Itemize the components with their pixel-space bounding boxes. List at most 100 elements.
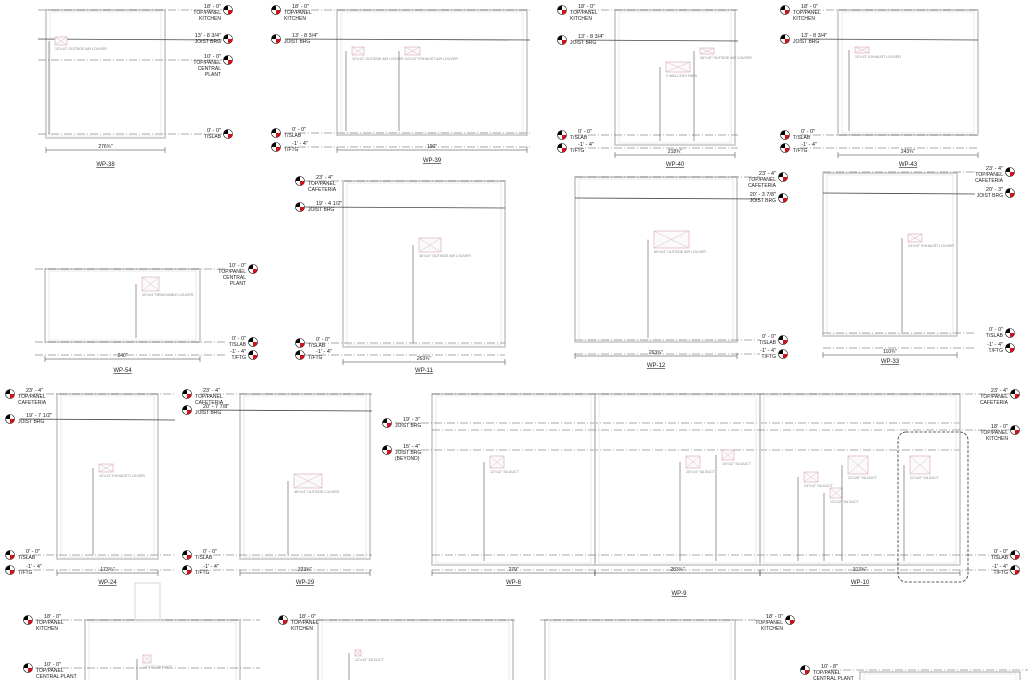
level-elevation: 0' - 0" [994, 549, 1008, 555]
width-dimension: 313¾" [853, 567, 868, 573]
panel-label: WP-40 [666, 162, 685, 168]
marker-red-quadrant [228, 10, 233, 15]
marker-black-quadrant [271, 142, 276, 147]
panel-inner-outline [340, 11, 524, 134]
marker-red-quadrant [1010, 333, 1015, 338]
marker-black-quadrant [223, 34, 228, 39]
marker-red-quadrant [562, 10, 567, 15]
marker-black-quadrant [1010, 550, 1015, 555]
panel-inner-outline [243, 395, 367, 558]
level-elevation: 10' - 0" [44, 662, 61, 668]
marker-black-quadrant [223, 55, 228, 60]
marker-black-quadrant [382, 445, 387, 450]
level-name: TOP/PANEL [218, 269, 246, 275]
level-elevation: 0' - 0" [989, 327, 1003, 333]
level-name: T/SLAB [284, 133, 302, 139]
panel-outline [56, 393, 159, 560]
marker-red-quadrant [253, 269, 258, 274]
panel-inner-outline [763, 395, 957, 564]
level-name: T/FTG [308, 355, 323, 361]
revision-cloud [897, 431, 969, 583]
opening-label: 24"x12" EXHAUST LOUVER [99, 474, 145, 478]
level-name: (BEYOND) [395, 456, 420, 462]
marker-black-quadrant [780, 130, 785, 135]
level-line [284, 38, 531, 41]
marker-red-quadrant [785, 135, 790, 140]
level-line [304, 206, 506, 209]
level-marker-icon [182, 405, 192, 415]
level-name: TOP/PANEL [36, 668, 64, 674]
level-elevation: -1' - 4" [230, 349, 246, 355]
level-elevation: 19' - 7 1/2" [26, 413, 52, 419]
marker-black-quadrant [1005, 328, 1010, 333]
marker-red-quadrant [228, 39, 233, 44]
panel-inner-outline [321, 621, 510, 680]
level-elevation: 23' - 4" [986, 166, 1003, 172]
opening-x-mark [847, 455, 869, 475]
marker-red-quadrant [1010, 193, 1015, 198]
width-dimension: 276¾" [98, 144, 113, 150]
opening-x-mark [351, 46, 365, 56]
level-name: T/FTG [195, 570, 210, 576]
marker-red-quadrant [562, 135, 567, 140]
opening-x-mark [803, 471, 819, 483]
panel-inner-outline [863, 673, 1017, 680]
marker-black-quadrant [557, 5, 562, 10]
marker-black-quadrant [778, 193, 783, 198]
panel-inner-outline [88, 621, 237, 680]
level-elevation: 19' - 4 1/2" [316, 201, 342, 207]
marker-red-quadrant [783, 340, 788, 345]
level-elevation: 0' - 0" [801, 129, 815, 135]
level-marker-icon [278, 615, 288, 625]
level-name: KITCHEN [570, 16, 592, 22]
level-name: TOP/PANEL [18, 394, 46, 400]
panel-label: WP-39 [423, 158, 442, 164]
opening-label: 12"x12" SA DUCT [830, 500, 860, 504]
marker-black-quadrant [271, 34, 276, 39]
marker-black-quadrant [5, 389, 10, 394]
level-marker-icon [557, 143, 567, 153]
marker-black-quadrant [278, 615, 283, 620]
marker-black-quadrant [182, 550, 187, 555]
panel-outline [544, 619, 736, 680]
level-elevation: -1' - 4" [26, 564, 42, 570]
panel-outline [84, 619, 241, 680]
marker-red-quadrant [283, 620, 288, 625]
level-name: KITCHEN [761, 626, 783, 632]
level-marker-icon [778, 335, 788, 345]
panel-inner-outline [49, 11, 162, 137]
marker-red-quadrant [28, 620, 33, 625]
marker-red-quadrant [253, 355, 258, 360]
level-marker-icon [800, 665, 810, 675]
level-name: CAFETERIA [748, 183, 777, 189]
opening-label: 12"x12" OUTSIDE AIR LOUVER [352, 57, 404, 61]
marker-red-quadrant [276, 147, 281, 152]
level-name: KITCHEN [36, 626, 58, 632]
marker-red-quadrant [253, 342, 258, 347]
level-name: T/SLAB [195, 555, 213, 561]
level-marker-icon [5, 389, 15, 399]
level-name: TOP/PANEL [793, 10, 821, 16]
panel-label: WP-43 [899, 162, 918, 168]
level-elevation: 0' - 0" [203, 549, 217, 555]
level-name: T/FTG [570, 148, 585, 154]
marker-red-quadrant [562, 40, 567, 45]
marker-black-quadrant [778, 335, 783, 340]
opening-label: 36"x24" OUTSIDE AIR LOUVER [419, 254, 471, 258]
opening-x-mark [909, 455, 931, 475]
level-name: T/FTG [18, 570, 33, 576]
panel-inner-outline [435, 395, 592, 564]
level-name: JOIST BRG [793, 39, 819, 45]
level-name: T/SLAB [986, 333, 1004, 339]
level-elevation: -1' - 4" [578, 142, 594, 148]
level-line [19, 418, 176, 421]
panel-outline [342, 180, 506, 348]
opening-x-mark [293, 473, 323, 489]
